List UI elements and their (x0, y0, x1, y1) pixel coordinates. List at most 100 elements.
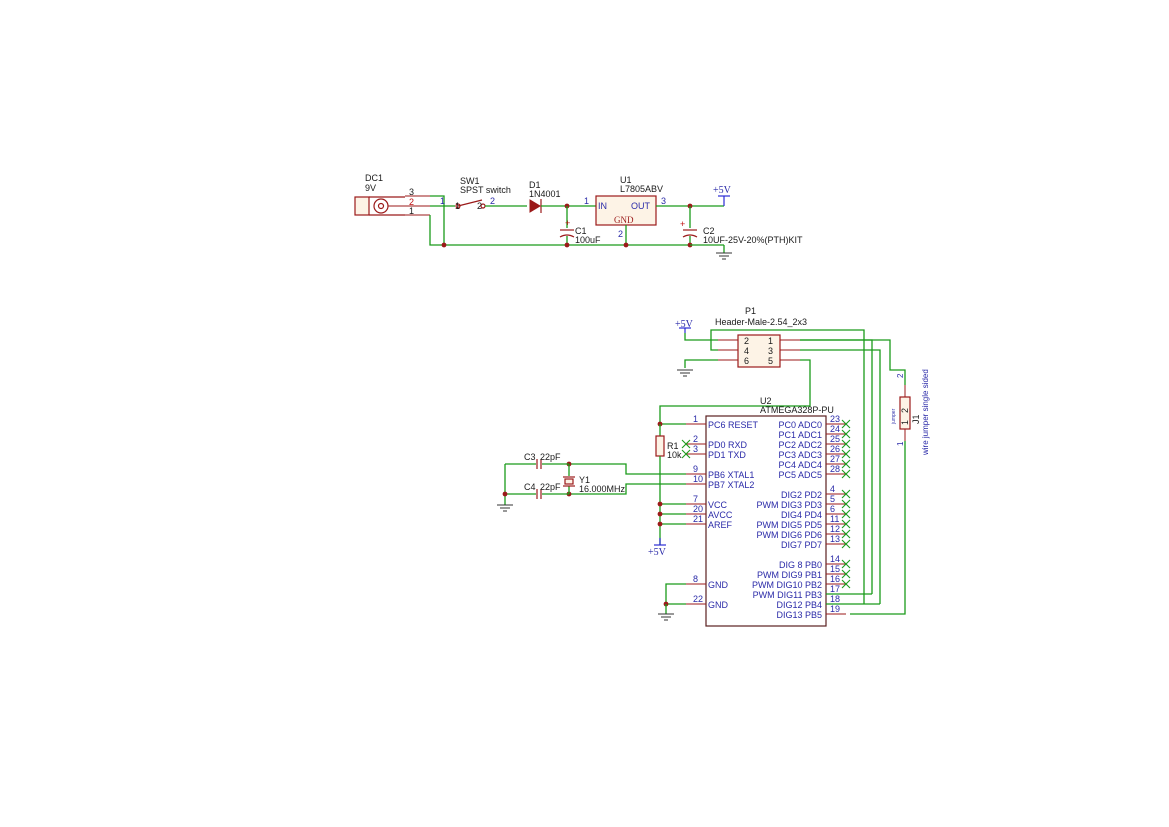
mcu-pin-number: 1 (693, 414, 698, 424)
mcu-pin-number: 3 (693, 444, 698, 454)
mcu-pin-number: 8 (693, 574, 698, 584)
j1-inner-top: 2 (900, 408, 910, 413)
r1-value: 10k (667, 450, 682, 460)
vcc-label-header: +5V (675, 319, 694, 330)
mcu-pin-number: 22 (693, 594, 703, 604)
d1-ref: D1 (529, 180, 541, 190)
u1-out-label: OUT (631, 201, 651, 211)
vcc-label-power: +5V (713, 185, 732, 196)
dc1-pin3: 3 (409, 187, 414, 197)
no-connect-icon (841, 539, 851, 549)
capacitor-c2: + C2 10UF-25V-20%(PTH)KIT (680, 206, 803, 245)
mcu-pin-name: GND (708, 580, 729, 590)
mcu-pin-name: GND (708, 600, 729, 610)
r1-ref: R1 (667, 441, 679, 451)
mcu-pin-number: 5 (830, 494, 835, 504)
no-connect-icon (841, 559, 851, 569)
c3-value: 22pF (540, 452, 561, 462)
capacitor-c3: C3 22pF (505, 452, 569, 469)
dc1-ref: DC1 (365, 173, 383, 183)
mcu-pin-number: 7 (693, 494, 698, 504)
mcu-pin-name: PC2 ADC2 (778, 440, 822, 450)
no-connect-icon (841, 509, 851, 519)
p1-pin-3: 3 (768, 346, 773, 356)
mcu-pin-number: 14 (830, 554, 840, 564)
p1-pin-6: 6 (744, 356, 749, 366)
p1-value: Header-Male-2.54_2x3 (715, 317, 807, 327)
no-connect-icon (841, 569, 851, 579)
no-connect-icon (841, 419, 851, 429)
mcu-pin-number: 13 (830, 534, 840, 544)
ground-symbol-power (716, 252, 732, 260)
j1-pin-top: 2 (896, 373, 905, 378)
p1-pin-1: 1 (768, 336, 773, 346)
mcu-pin-number: 4 (830, 484, 835, 494)
mcu-pin-name: PWM DIG9 PB1 (757, 570, 822, 580)
c1-value: 100uF (575, 235, 601, 245)
resistor-r1: R1 10k (655, 421, 686, 545)
mcu-pin-number: 17 (830, 584, 840, 594)
mcu-pin-name: AVCC (708, 510, 733, 520)
mcu-pin-number: 19 (830, 604, 840, 614)
switch-sw1: SW1 SPST switch 1 2 (455, 176, 511, 211)
crystal-y1: Y1 16.000MHz (563, 475, 626, 494)
mcu-pin-number: 26 (830, 444, 840, 454)
c1-ref: C1 (575, 226, 587, 236)
c2-ref: C2 (703, 226, 715, 236)
mcu-pin-number: 16 (830, 574, 840, 584)
vcc-label-mcu: +5V (648, 547, 667, 558)
mcu-pin-number: 11 (830, 514, 839, 524)
mcu-pin-name: AREF (708, 520, 733, 530)
dc-net-pin1: 1 (440, 196, 445, 206)
mcu-pin-name: DIG4 PD4 (781, 510, 822, 520)
j1-small-label: jumper (891, 408, 897, 425)
c4-ref: C4 (524, 482, 536, 492)
mcu-pin-name: DIG12 PB4 (776, 600, 822, 610)
no-connect-icon (841, 469, 851, 479)
mcu-pin-name: PB7 XTAL2 (708, 480, 754, 490)
svg-text:+: + (680, 219, 685, 229)
mcu-pin-name: PC3 ADC3 (778, 450, 822, 460)
c3-ref: C3 (524, 452, 536, 462)
u1-pin-in-num: 1 (584, 196, 589, 206)
no-connect-icon (841, 459, 851, 469)
d1-value: 1N4001 (529, 189, 561, 199)
p1-ref: P1 (745, 306, 756, 316)
dc1-value: 9V (365, 183, 376, 193)
j1-inner-bottom: 1 (900, 420, 910, 425)
no-connect-icon (841, 489, 851, 499)
mcu-pin-name: DIG 8 PB0 (779, 560, 822, 570)
svg-text:+: + (565, 218, 570, 228)
u1-value: L7805ABV (620, 184, 663, 194)
mcu-pin-name: DIG2 PD2 (781, 490, 822, 500)
sw1-pin2-num: 2 (490, 196, 495, 206)
ground-symbol-header (677, 369, 693, 377)
mcu-pin-name: PWM DIG6 PD6 (756, 530, 822, 540)
mcu-pin-name: PC4 ADC4 (778, 460, 822, 470)
u1-pin-out-num: 3 (661, 196, 666, 206)
mcu-pin-name: PC0 ADC0 (778, 420, 822, 430)
ground-symbol-mcu (658, 613, 674, 621)
u1-gnd-label: GND (614, 215, 634, 225)
dc1-pin2: 2 (409, 197, 414, 207)
p1-pin-4: 4 (744, 346, 749, 356)
mcu-pin-number: 9 (693, 464, 698, 474)
